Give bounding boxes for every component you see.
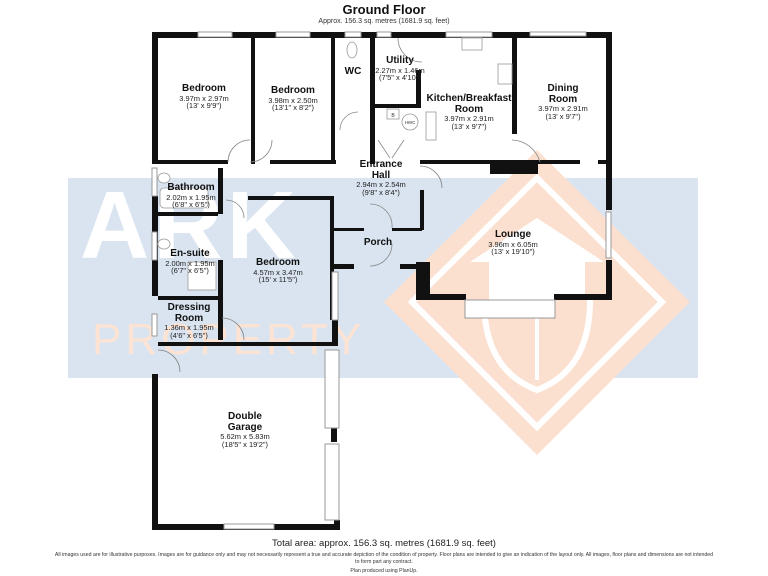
watermark-shield-icon [481, 299, 593, 394]
hob-icon [497, 63, 513, 85]
hwc-label: HWC [405, 120, 416, 125]
room-label-lounge: Lounge 3.96m x 6.05m (13' x 19'10") [488, 229, 538, 257]
watermark-diamond-inner [407, 173, 667, 432]
windows [151, 31, 612, 530]
room-label-double-garage: Double Garage 5.62m x 5.83m (18'5" x 19'… [220, 411, 270, 449]
boiler-label: B [391, 113, 395, 119]
room-label-wc: WC [344, 66, 362, 77]
watermark-property: PROPERTY [92, 315, 366, 364]
shower-icon [187, 261, 217, 291]
fixtures [157, 37, 513, 291]
toilet-icon [157, 172, 171, 184]
disclaimer: All images used are for illustrative pur… [54, 552, 714, 565]
bath-icon [159, 187, 209, 209]
toilet-icon [157, 238, 171, 250]
room-label-porch: Porch [363, 237, 393, 248]
room-label-utility: Utility 2.27m x 1.46m (7'5" x 4'10") [375, 55, 425, 83]
room-label-bedroom-1: Bedroom 3.97m x 2.97m (13' x 9'9") [179, 83, 229, 111]
room-label-bedroom-2: Bedroom 3.98m x 2.50m (13'1" x 8'2") [268, 85, 318, 113]
boiler-box [386, 108, 400, 120]
floor-title: Ground Floor [342, 2, 426, 17]
floor-area: Approx. 156.3 sq. metres (1681.9 sq. fee… [318, 18, 450, 25]
room-label-en-suite: En-suite 2.00m x 1.95m (6'7" x 6'5") [165, 248, 215, 276]
room-label-bathroom: Bathroom 2.02m x 1.95m (6'8" x 6'5") [166, 182, 216, 210]
total-area: Total area: approx. 156.3 sq. metres (16… [272, 538, 496, 549]
toilet-icon [346, 41, 358, 59]
door-swings [157, 37, 541, 373]
worktop [425, 111, 437, 141]
sink-icon [461, 37, 483, 51]
room-label-entrance-hall: Entrance Hall 2.94m x 2.54m (9'8" x 8'4"… [356, 159, 406, 197]
room-label-dressing-room: Dressing Room 1.36m x 1.95m (4'6" x 6'5"… [164, 302, 214, 340]
plan-credit: Plan produced using PlanUp. [350, 568, 418, 574]
room-label-kitchen: Kitchen/Breakfast Room 3.97m x 2.91m (13… [426, 93, 512, 131]
room-label-dining: Dining Room 3.97m x 2.91m (13' x 9'7") [538, 83, 588, 121]
hwc-cylinder [401, 113, 419, 131]
plan-header: Ground Floor Approx. 156.3 sq. metres (1… [0, 2, 768, 26]
watermark-house-icon [470, 218, 604, 300]
room-label-bedroom-3: Bedroom 4.57m x 3.47m (15' x 11'5") [253, 257, 303, 285]
plan-footer: Total area: approx. 156.3 sq. metres (16… [0, 538, 768, 575]
